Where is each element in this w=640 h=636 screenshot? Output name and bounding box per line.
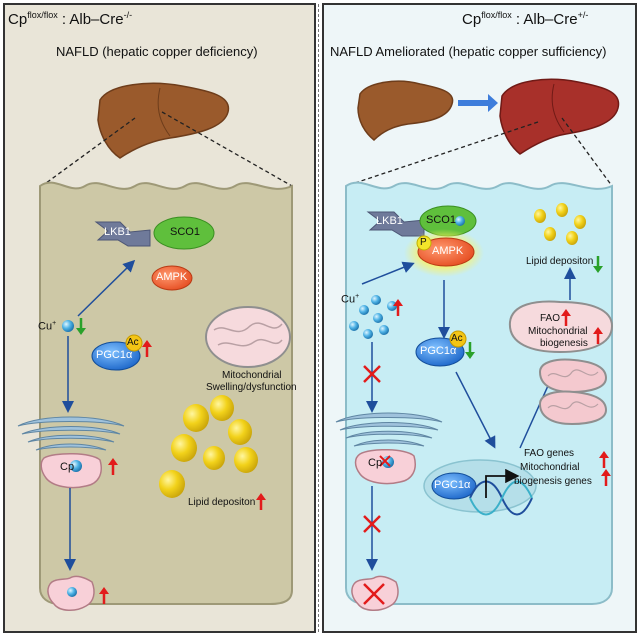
left-sco1-label: SCO1 xyxy=(170,226,200,238)
left-mito-label-2: Swelling/dysfunction xyxy=(206,382,297,393)
left-lipid-label: Lipid depositon xyxy=(188,497,256,508)
right-title: NAFLD Ameliorated (hepatic copper suffic… xyxy=(330,44,607,59)
lipid-droplets-right xyxy=(534,203,586,245)
lipid-droplets-left xyxy=(159,395,258,498)
golgi-left xyxy=(17,416,125,451)
mitochondria-healthy xyxy=(508,300,614,426)
inhibition-x-1 xyxy=(363,365,381,383)
inhibition-x-2 xyxy=(363,515,381,533)
right-genotype: Cpflox/flox : Alb–Cre+/- xyxy=(462,10,589,28)
right-fao-label: FAO xyxy=(540,313,561,324)
left-ac-label: Ac xyxy=(127,337,139,348)
liver-right-before xyxy=(357,80,454,142)
right-ac-label: Ac xyxy=(451,333,463,344)
right-mito-bio-2: biogenesis xyxy=(540,338,588,349)
right-lkb1-label: LKB1 xyxy=(376,215,403,227)
genes-label-2: Mitochondrial xyxy=(520,462,580,473)
golgi-right xyxy=(335,412,443,447)
panel-divider xyxy=(318,4,319,632)
liver-left xyxy=(97,82,230,159)
left-mito-label-1: Mitochondrial xyxy=(222,370,282,381)
left-genotype: Cpflox/flox : Alb–Cre-/- xyxy=(8,10,133,28)
genes-label-1: FAO genes xyxy=(524,448,575,459)
left-cp-label: Cp xyxy=(60,461,75,473)
hepatocyte-left xyxy=(39,181,293,605)
right-sco1-label: SCO1 xyxy=(426,214,456,226)
left-cu-label: Cu+ xyxy=(38,320,57,333)
left-ampk-label: AMPK xyxy=(156,271,188,283)
left-pgc1a-label: PGC1α xyxy=(96,349,133,361)
right-pgc1a-label: PGC1α xyxy=(420,345,457,357)
nucleus-pgc1a-label: PGC1α xyxy=(434,479,471,491)
right-cu-label: Cu+ xyxy=(341,293,360,306)
right-p-label: P xyxy=(420,237,427,248)
mitochondrion-swollen xyxy=(205,306,291,368)
genes-label-3: biogenesis genes xyxy=(514,476,592,487)
liver-right-after xyxy=(499,78,620,155)
right-lipid-label: Lipid depositon xyxy=(526,256,594,267)
right-mito-bio-1: Mitochondrial xyxy=(528,326,588,337)
right-ampk-label: AMPK xyxy=(432,245,464,257)
right-cp-label: Cp xyxy=(368,457,383,469)
hepatocyte-right xyxy=(345,181,613,605)
left-lkb1-label: LKB1 xyxy=(104,226,131,238)
copper-ions-cluster xyxy=(349,295,397,339)
left-title: NAFLD (hepatic copper deficiency) xyxy=(56,44,258,59)
